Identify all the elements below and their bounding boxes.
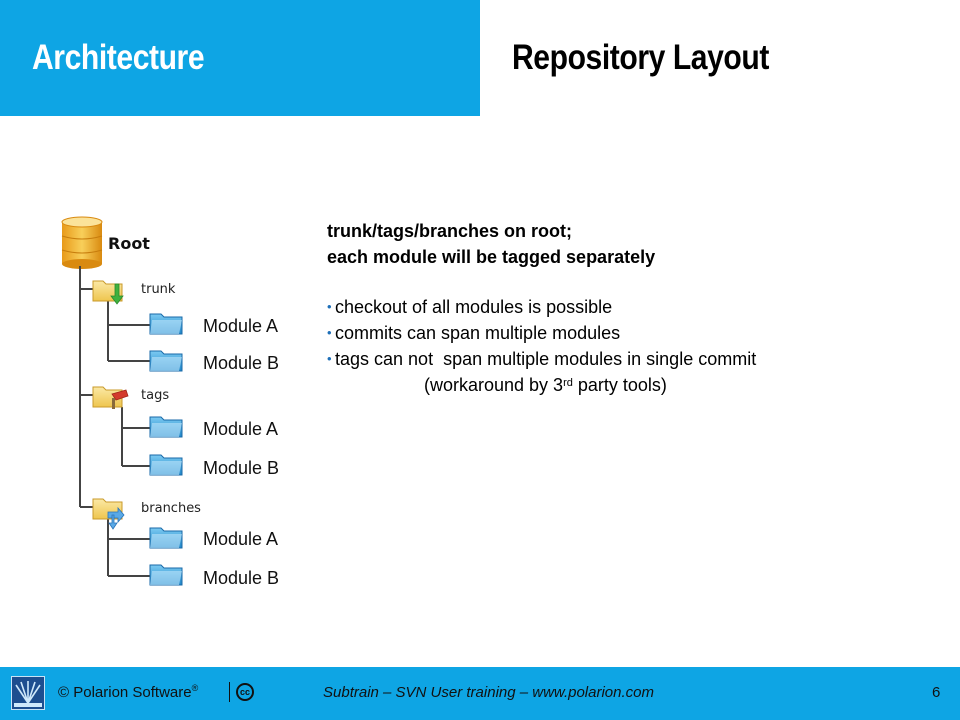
group-label-branches: branches [141,501,201,516]
footer-divider [229,682,230,702]
bullet-icon: • [327,325,332,340]
group-label-trunk: trunk [141,282,176,297]
folder-icon [149,454,183,476]
slide-body: trunk/tags/branches on root; each module… [327,218,927,398]
module-label: Module A [203,419,278,439]
ordinal-suffix: rd [563,377,573,389]
workaround-text: (workaround by 3 [424,375,564,395]
heading-line: each module will be tagged separately [327,247,656,267]
copyright-text: © Polarion Software® [58,683,199,701]
folder-icon [149,313,183,335]
module-label: Module A [203,529,278,549]
section-title: Architecture [32,38,205,77]
folder-icon [149,564,183,586]
group-label-tags: tags [141,388,169,403]
folder-update-icon [92,280,124,305]
spacer [327,270,927,294]
module-label: Module B [203,568,279,588]
module-label: Module B [203,353,279,373]
bullet-icon: • [327,299,332,314]
module-label: Module A [203,316,278,336]
page-number: 6 [932,684,941,701]
header-band [0,0,480,116]
bullet-text: commits can span multiple modules [335,323,621,343]
bullet-icon: • [327,351,332,366]
folder-icon [149,416,183,438]
creative-commons-icon: cc [236,683,254,701]
footer-bar: © Polarion Software® cc Subtrain – SVN U… [0,667,960,720]
slide-title: Repository Layout [512,38,769,77]
tree-connectors [79,266,150,577]
database-icon [61,216,103,269]
folder-icon [149,527,183,549]
bullet-item: • checkout of all modules is possible [327,294,927,320]
heading-line: trunk/tags/branches on root; [327,221,573,241]
copyright-label: © Polarion Software [58,684,192,701]
module-label: Module B [203,458,279,478]
folder-icon [149,350,183,372]
bullet-item: • tags can not span multiple modules in … [327,346,927,372]
bullet-text: tags can not span multiple modules in si… [335,349,757,369]
folder-branch-icon [92,498,125,530]
polarion-logo-icon [11,676,45,710]
bullet-item: • commits can span multiple modules [327,320,927,346]
registered-mark: ® [191,683,199,693]
workaround-text: party tools) [572,375,667,395]
bullet-text: checkout of all modules is possible [335,297,613,317]
root-label: Root [108,234,150,253]
footer-course-text: Subtrain – SVN User training – www.polar… [323,684,654,701]
workaround-note: (workaround by 3rd party tools) [327,372,927,398]
folder-tag-icon [92,386,129,409]
